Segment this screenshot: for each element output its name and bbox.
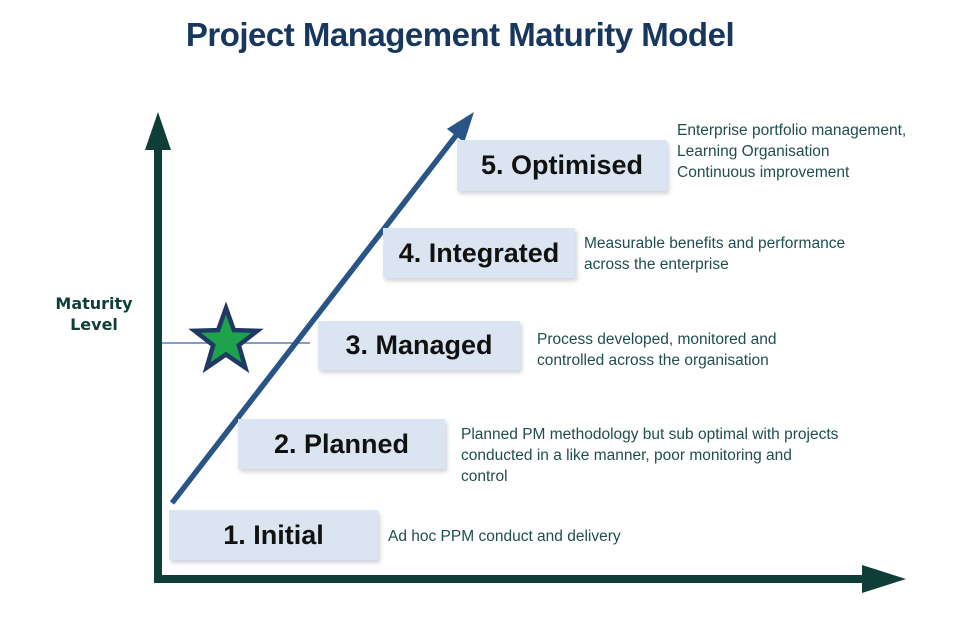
level-box-initial: 1. Initial	[169, 510, 378, 560]
level-box-label: 5. Optimised	[480, 150, 644, 180]
growth-arrowhead-icon	[446, 112, 474, 143]
level-box-label: 1. Initial	[223, 519, 324, 550]
level-description-initial: Ad hoc PPM conduct and delivery	[388, 528, 621, 545]
level-box-label: 2. Planned	[273, 428, 410, 459]
level-box-integrated: 4. Integrated	[383, 228, 575, 278]
level-description-integrated: Measurable benefits and performance acro…	[584, 235, 846, 273]
x-axis	[154, 565, 906, 593]
page-title: Project Management Maturity Model	[185, 16, 735, 53]
level-box-managed: 3. Managed	[318, 321, 520, 370]
y-axis-label: Maturity Level	[55, 294, 133, 334]
y-axis-arrowhead-icon	[145, 112, 171, 150]
star-icon	[188, 301, 264, 374]
level-box-label: 4. Integrated	[398, 237, 560, 268]
x-axis-arrowhead-icon	[862, 565, 906, 593]
level-description-optimised: Enterprise portfolio management, Learnin…	[677, 122, 907, 181]
level-description-planned: Planned PM methodology but sub optimal w…	[461, 426, 839, 485]
y-axis	[145, 112, 171, 579]
level-box-optimised: 5. Optimised	[457, 140, 667, 191]
level-box-planned: 2. Planned	[238, 419, 445, 469]
growth-arrow	[169, 112, 474, 505]
level-box-label: 3. Managed	[345, 330, 493, 360]
level-description-managed: Process developed, monitored and control…	[537, 331, 777, 369]
